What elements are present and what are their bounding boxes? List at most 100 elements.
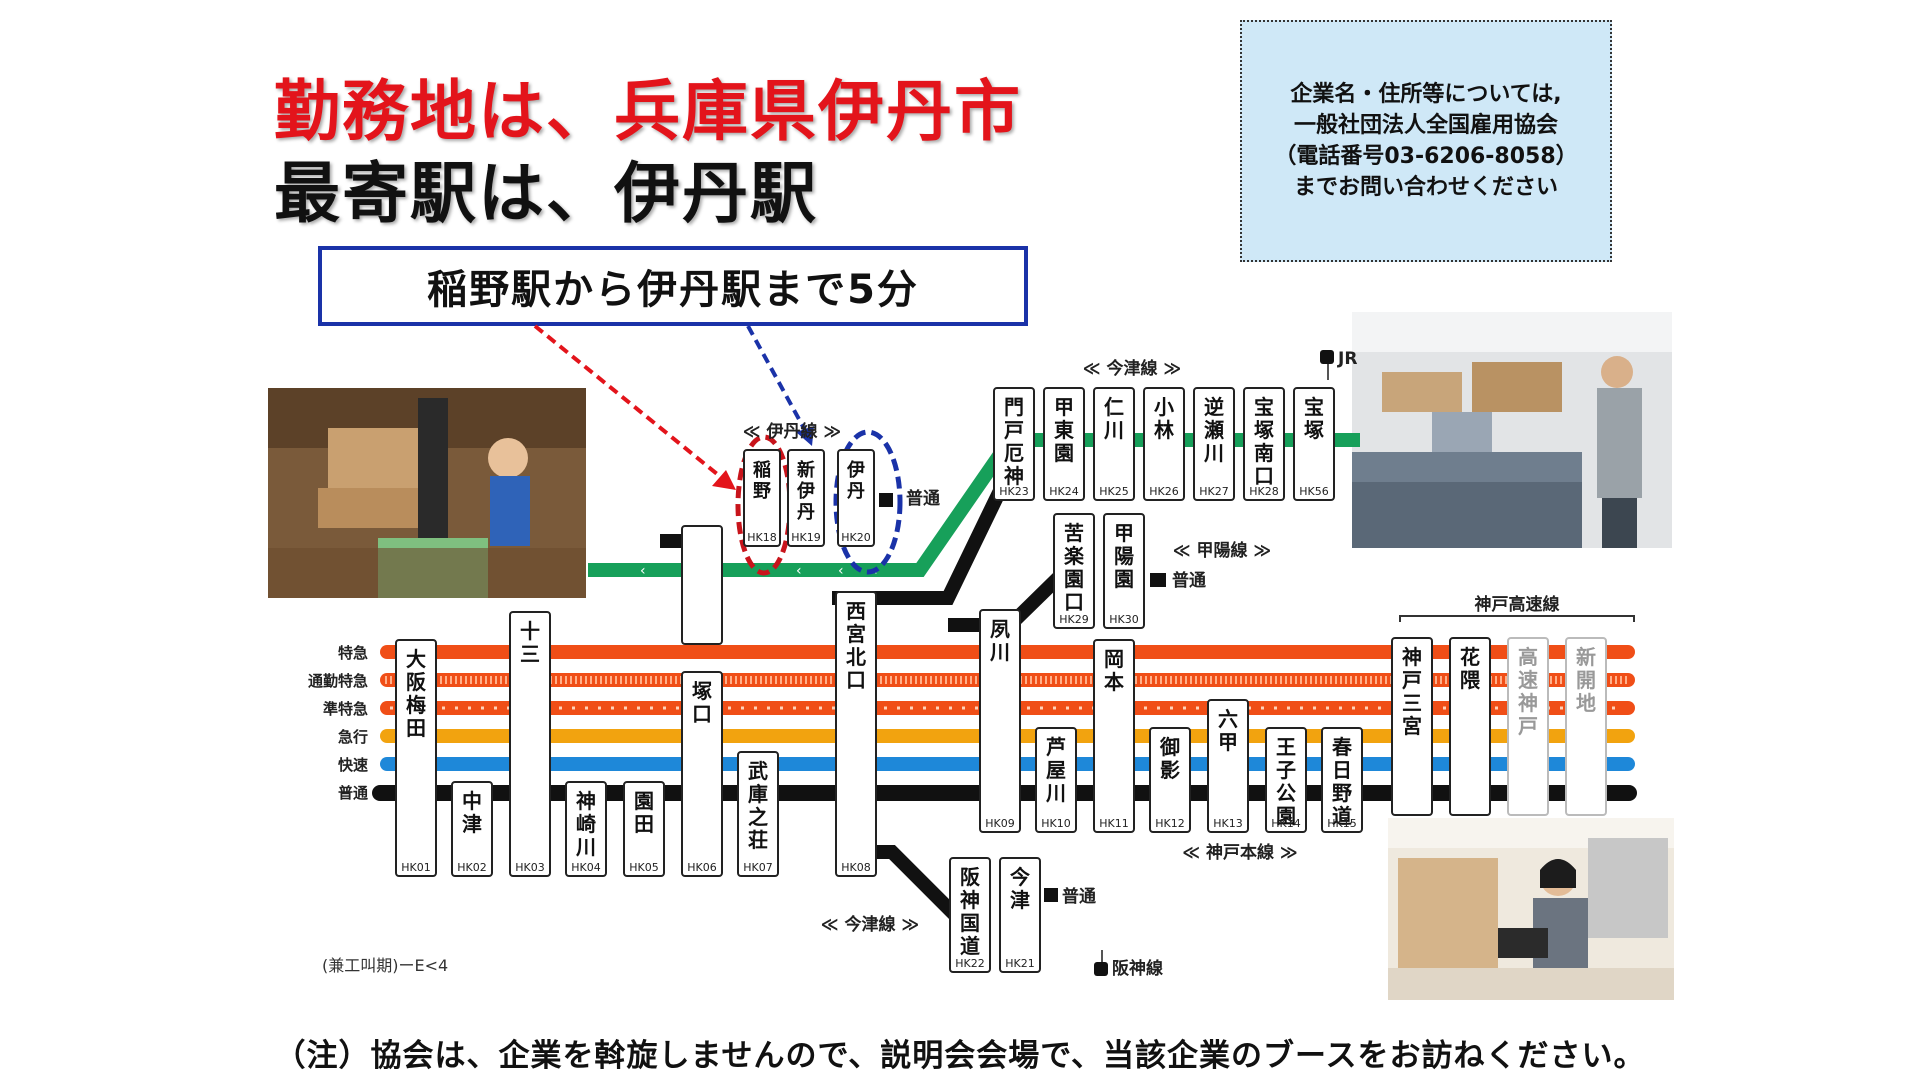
station-name-char: 宮: [1402, 714, 1422, 738]
station-name-char: 逆: [1204, 395, 1224, 419]
station-code: HK07: [743, 861, 772, 874]
station-name-char: 川: [1203, 441, 1224, 465]
station-name-char: 川: [1045, 781, 1066, 805]
station: 新開地: [1565, 637, 1607, 816]
station-name-char: 川: [1103, 418, 1124, 442]
station: 花隈: [1449, 637, 1491, 816]
station-box: [737, 751, 779, 877]
kobe-kosoku-line-label: 神戸高速線: [1475, 594, 1560, 615]
station-box: [1293, 387, 1335, 501]
station-name-char: 甲: [1054, 395, 1074, 419]
station-name-char: 神: [576, 789, 596, 813]
station-code: HK06: [687, 861, 716, 874]
station-code: HK11: [1099, 817, 1128, 830]
station-name-char: 塚: [1254, 418, 1274, 442]
station-box: [1193, 387, 1235, 501]
imazu-line-south-label: ≪ 今津線 ≫: [821, 914, 919, 935]
station-name-char: 新: [1576, 645, 1596, 669]
station-name-char: 丹: [797, 502, 815, 523]
station-name-char: 速: [1518, 668, 1538, 692]
station-name-char: 稲: [753, 460, 771, 481]
station-name-char: 口: [846, 668, 866, 692]
station-name-char: 東: [1054, 418, 1074, 442]
kobe-kosoku-bracket: [1399, 615, 1635, 622]
station-name-char: 国: [960, 911, 980, 935]
station-box: [509, 611, 551, 877]
station-name-char: 宮: [846, 622, 866, 646]
station-name-char: 甲: [1218, 730, 1238, 754]
station-code: HK25: [1099, 485, 1128, 498]
station-box: [1093, 387, 1135, 501]
station-name-char: 仁: [1104, 395, 1124, 419]
station-name-char: 川: [989, 640, 1010, 664]
station-box: [743, 449, 781, 547]
station-name-char: 屋: [1046, 758, 1066, 782]
service-type-label: 準特急: [323, 700, 368, 718]
station-box-upper: [681, 525, 723, 645]
station-name-char: 伊: [846, 459, 865, 481]
station-name-char: 六: [1218, 707, 1238, 731]
station-name-char: 林: [1154, 418, 1174, 442]
station-name-char: 武: [748, 759, 768, 783]
station-box: [1143, 387, 1185, 501]
station-code: HK03: [515, 861, 544, 874]
station-box: [1321, 727, 1363, 833]
station-box: [787, 449, 825, 547]
station-box: [999, 857, 1041, 973]
local-service-label: 普通: [1172, 570, 1206, 591]
station-name-char: 甲: [1114, 521, 1134, 545]
station-code: HK26: [1149, 485, 1178, 498]
koyo-line-label: ≪ 甲陽線 ≫: [1173, 540, 1271, 561]
station-code: HK15: [1327, 817, 1356, 830]
station-name-char: 荘: [748, 828, 768, 852]
station-box: [1265, 727, 1307, 833]
station-name-char: 園: [1054, 441, 1074, 465]
station-name-char: 岡: [1104, 647, 1124, 671]
station-code: HK08: [841, 861, 870, 874]
station-box: [1035, 727, 1077, 833]
station-name-char: 園: [1276, 804, 1296, 828]
service-type-label: 快速: [338, 756, 368, 774]
station-code: HK23: [999, 485, 1028, 498]
headline-workplace: 勤務地は、兵庫県伊丹市: [274, 73, 1022, 150]
station-code: HK29: [1059, 613, 1088, 626]
svg-text:‹: ‹: [838, 563, 844, 579]
itami-highlight-circle: [833, 429, 903, 575]
station-name-char: 子: [1276, 758, 1296, 782]
station-box: [1053, 513, 1095, 629]
station-name-char: 宝: [1254, 395, 1274, 419]
station-name-char: 中: [462, 789, 482, 813]
station-name-char: 田: [634, 812, 654, 836]
station-code: HK10: [1041, 817, 1070, 830]
station-name-char: 川: [575, 835, 596, 859]
station: 仁川 HK25: [1093, 387, 1135, 501]
station-name-char: 隈: [1460, 668, 1481, 692]
station-box: [681, 671, 723, 877]
station-name-char: 神: [1402, 645, 1422, 669]
station-name-char: 小: [1154, 395, 1174, 419]
svg-text:‹: ‹: [640, 563, 646, 579]
station-name-char: 野: [1332, 781, 1352, 805]
station-name-char: 大: [406, 647, 426, 671]
station-name-char: 三: [520, 642, 540, 666]
station-name-char: 園: [1114, 567, 1134, 591]
station-name-char: 高: [1518, 645, 1538, 669]
station-code: HK20: [841, 531, 870, 544]
station-name-char: 御: [1159, 735, 1180, 759]
office-worker-photo: [1388, 818, 1674, 1000]
footnote: (兼工叫期)ーE<4: [322, 956, 449, 975]
station-name-char: 夙: [990, 617, 1010, 641]
